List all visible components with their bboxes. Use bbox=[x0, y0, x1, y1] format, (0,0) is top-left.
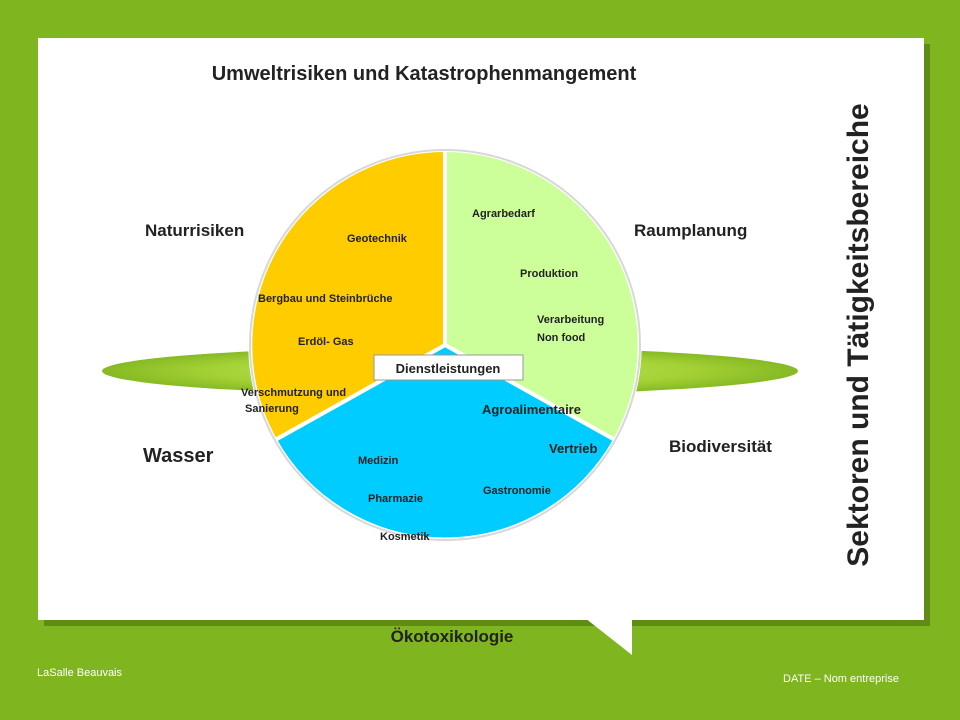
side-title: Sektoren und Tätigkeitsbereiche bbox=[842, 103, 875, 566]
bottom-label: Ökotoxikologie bbox=[391, 627, 514, 646]
yellow-item: Erdöl- Gas bbox=[298, 336, 354, 348]
yellow-item: Verschmutzung und bbox=[241, 387, 346, 399]
yellow-item: Geotechnik bbox=[347, 233, 408, 245]
green-item: Produktion bbox=[520, 268, 578, 280]
yellow-item: Sanierung bbox=[245, 403, 299, 415]
label-wasser: Wasser bbox=[143, 445, 214, 467]
blue-item: Vertrieb bbox=[549, 441, 597, 456]
yellow-item: Bergbau und Steinbrüche bbox=[258, 293, 392, 305]
callout-tail bbox=[585, 618, 632, 655]
blue-item: Agroalimentaire bbox=[482, 402, 581, 417]
center-label: Dienstleistungen bbox=[396, 361, 501, 376]
green-item: Non food bbox=[537, 332, 585, 344]
green-item: Verarbeitung bbox=[537, 314, 604, 326]
blue-item: Medizin bbox=[358, 455, 399, 467]
label-raumplanung: Raumplanung bbox=[634, 221, 747, 240]
pie-outline bbox=[249, 149, 641, 541]
green-item: Agrarbedarf bbox=[472, 208, 535, 220]
label-biodiversitaet: Biodiversität bbox=[669, 437, 772, 456]
center-label-box bbox=[373, 354, 524, 381]
blue-item: Kosmetik bbox=[380, 531, 430, 543]
blue-item: Pharmazie bbox=[368, 493, 423, 505]
footer-left: LaSalle Beauvais bbox=[37, 667, 123, 679]
footer-right: DATE – Nom entreprise bbox=[783, 673, 899, 685]
blue-item: Gastronomie bbox=[483, 485, 551, 497]
page-title: Umweltrisiken und Katastrophenmangement bbox=[212, 63, 637, 85]
label-naturrisiken: Naturrisiken bbox=[145, 221, 244, 240]
